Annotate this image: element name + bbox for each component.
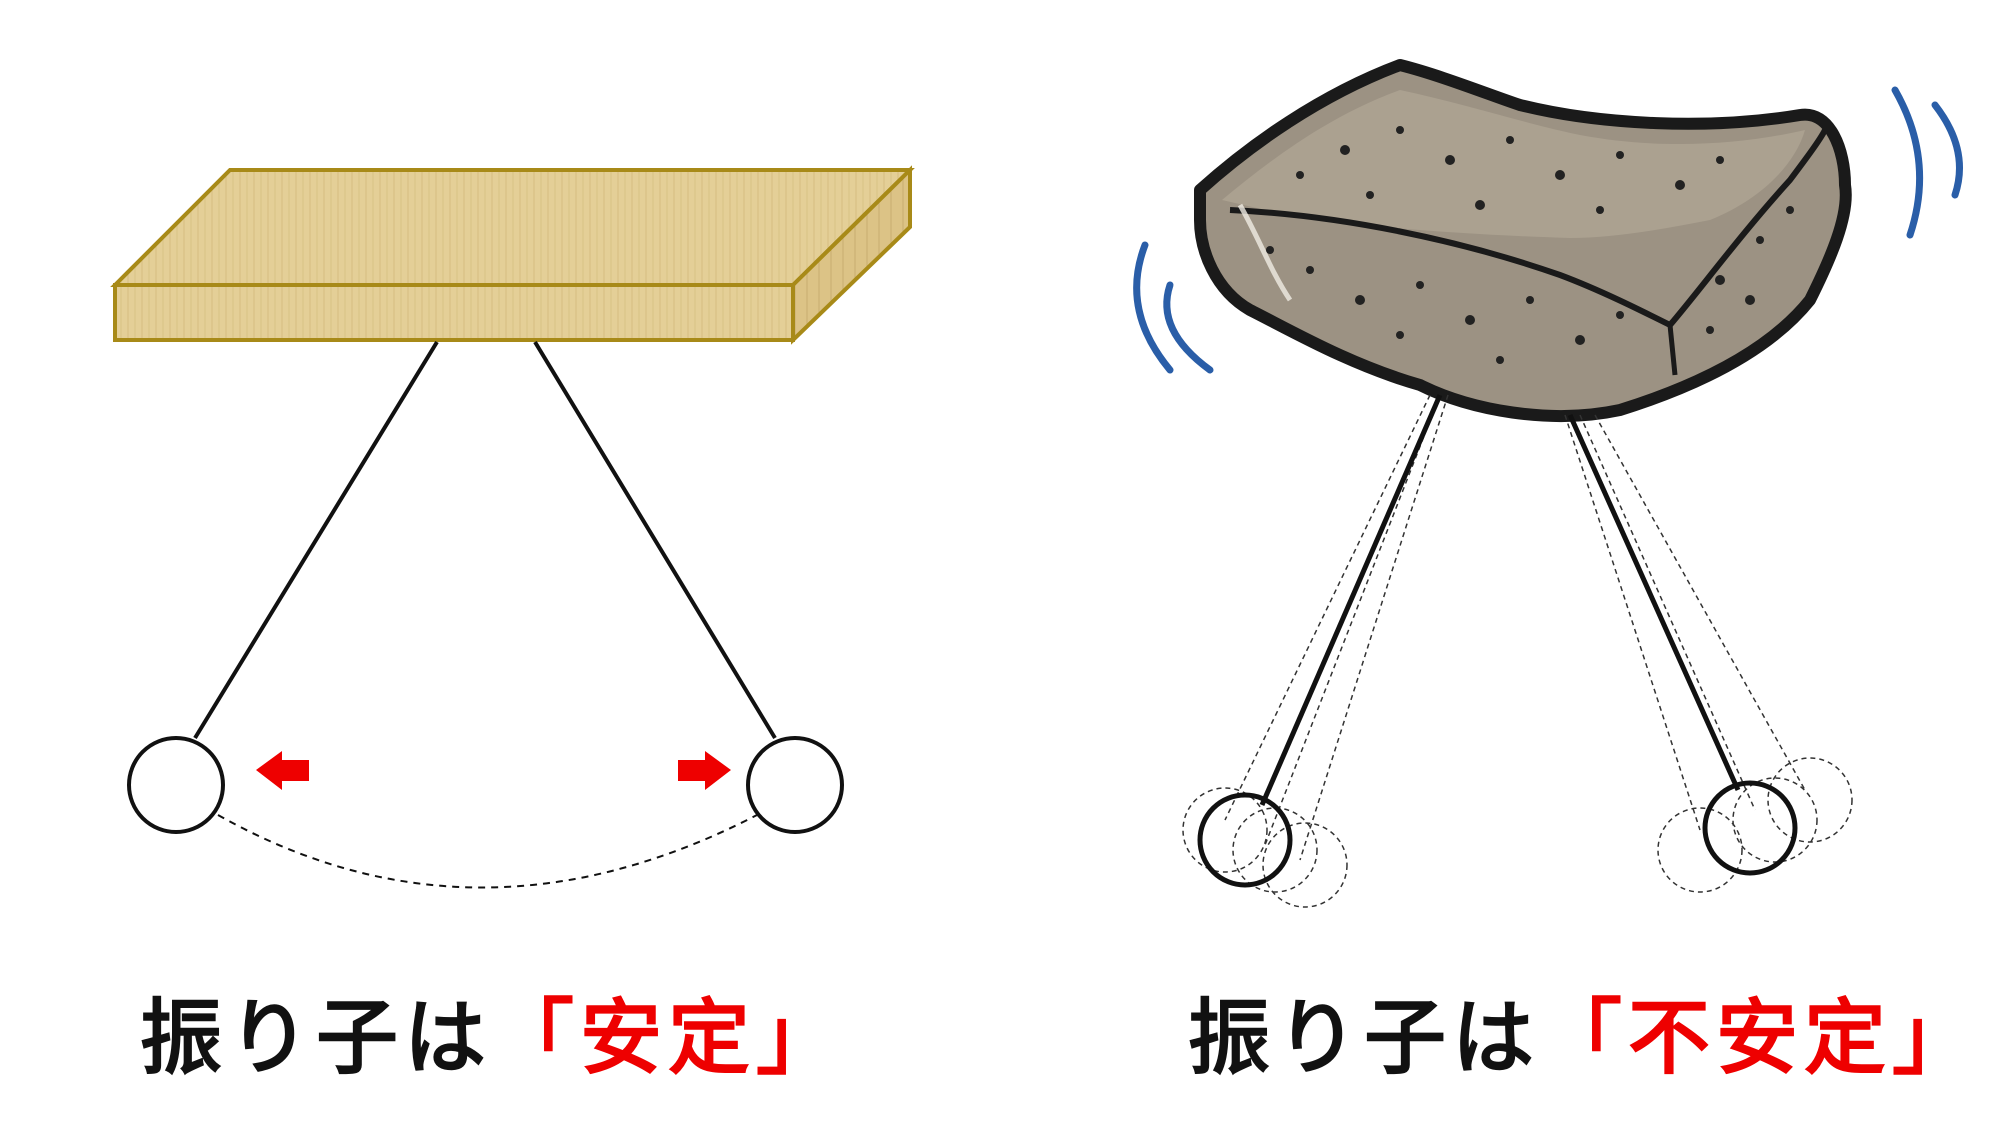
stone-block-icon bbox=[1194, 59, 1852, 422]
unstable-caption-prefix: 振り子は bbox=[1188, 990, 1541, 1086]
wooden-plank-icon bbox=[110, 165, 915, 345]
right-string bbox=[533, 340, 777, 740]
shake-lines-right-icon bbox=[1891, 86, 1963, 239]
unstable-caption-emphasis: 「不安定」 bbox=[1540, 990, 1981, 1086]
shake-lines-left-icon bbox=[1133, 241, 1214, 374]
unstable-left-string bbox=[1259, 394, 1443, 806]
unstable-pendulum-figure bbox=[1133, 59, 1963, 908]
left-arrow-icon bbox=[256, 751, 309, 790]
stable-caption-emphasis: 「安定」 bbox=[492, 990, 845, 1086]
unstable-right-string bbox=[1567, 413, 1741, 792]
left-bob bbox=[127, 736, 225, 834]
unstable-right-bob bbox=[1702, 780, 1798, 876]
unstable-caption: 振り子は 「不安定」 bbox=[1188, 965, 1980, 1095]
ghost-strings bbox=[1224, 394, 1806, 861]
swing-arc bbox=[217, 814, 758, 889]
left-string bbox=[193, 340, 439, 740]
right-bob bbox=[746, 736, 844, 834]
stable-caption: 振り子は 「安定」 bbox=[140, 965, 844, 1095]
unstable-left-bob bbox=[1197, 792, 1293, 888]
right-arrow-icon bbox=[678, 751, 731, 790]
ghost-bobs bbox=[1182, 757, 1853, 908]
stable-pendulum-figure bbox=[110, 165, 915, 889]
stable-caption-prefix: 振り子は bbox=[140, 990, 493, 1086]
